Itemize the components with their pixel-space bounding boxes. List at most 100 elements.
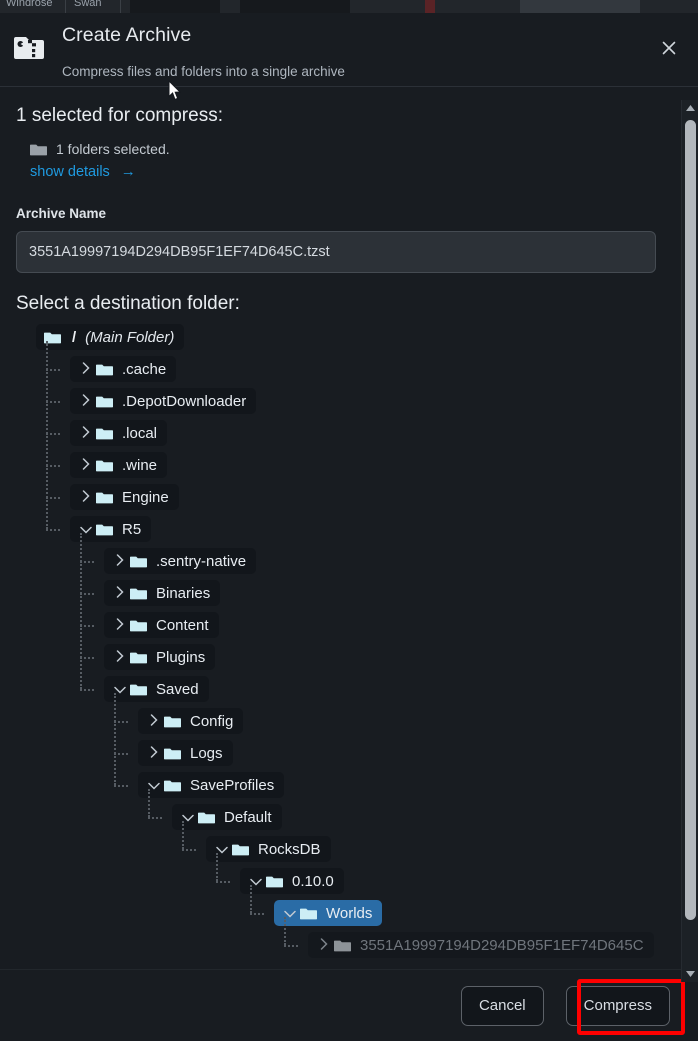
chevron-right-icon[interactable] [110,554,130,568]
tree-row[interactable]: .DepotDownloader [16,385,684,417]
chevron-down-icon[interactable] [246,874,266,888]
tree-guide-horizontal [284,945,298,947]
tree-guide-horizontal [46,497,60,499]
body-scrollbar[interactable] [681,100,698,982]
tree-row[interactable]: Worlds [16,897,684,929]
tree-node-cache[interactable]: .cache [70,356,177,382]
root-slash: / [72,328,77,346]
bg-block [130,0,220,13]
background-tab-1: Swan [74,0,102,9]
chevron-right-icon[interactable] [76,490,96,504]
chevron-right-icon[interactable] [314,938,334,952]
folder-icon [95,459,114,472]
scrollbar-thumb[interactable] [685,120,696,920]
chevron-right-icon[interactable] [76,394,96,408]
tree-row[interactable]: Config [16,705,684,737]
tree-node-default[interactable]: Default [172,804,282,830]
tree-node-label: R5 [122,520,142,538]
tree-node-label: Config [190,712,234,730]
bg-block [520,0,640,13]
tree-row[interactable]: 0.10.0 [16,865,684,897]
tree-row[interactable]: SaveProfiles [16,769,684,801]
tree-node-binaries[interactable]: Binaries [104,580,221,606]
tree-row[interactable]: RocksDB [16,833,684,865]
tree-guide-vertical [250,885,252,913]
tree-row[interactable]: .wine [16,449,684,481]
selection-summary-row: 1 folders selected. [29,141,684,157]
tree-guide-horizontal [80,657,94,659]
show-details-link[interactable]: show details → [30,163,136,180]
tree-node-label: RocksDB [258,840,321,858]
tree-row[interactable]: Content [16,609,684,641]
tree-row[interactable]: R5 [16,513,684,545]
chevron-right-icon[interactable] [110,618,130,632]
tree-node-saved[interactable]: Saved [104,676,209,702]
tree-node-label: .wine [122,456,158,474]
tree-row: 3551A19997194D294DB95F1EF74D645C [16,929,684,961]
caret-down-icon[interactable] [682,966,698,982]
folder-icon [95,427,114,440]
tree-row[interactable]: .local [16,417,684,449]
chevron-right-icon[interactable] [76,458,96,472]
chevron-down-icon[interactable] [110,682,130,696]
tree-row[interactable]: .sentry-native [16,545,684,577]
tree-node-worlds[interactable]: Worlds [274,900,383,926]
folder-icon [95,395,114,408]
compress-button[interactable]: Compress [565,985,670,1026]
tree-row[interactable]: Engine [16,481,684,513]
tree-node-wine[interactable]: .wine [70,452,168,478]
tree-node-label: .sentry-native [156,552,247,570]
chevron-down-icon[interactable] [76,522,96,536]
chevron-down-icon[interactable] [280,906,300,920]
tree-row[interactable]: Binaries [16,577,684,609]
tree-node-logs[interactable]: Logs [138,740,233,766]
tree-row[interactable]: Saved [16,673,684,705]
folder-icon [95,363,114,376]
tree-node-main-folder[interactable]: /(Main Folder) [36,324,185,350]
tree-node-plugins[interactable]: Plugins [104,644,216,670]
tree-node-label: Plugins [156,648,206,666]
tree-row[interactable]: Logs [16,737,684,769]
tree-guide-horizontal [182,849,196,851]
tree-guide-horizontal [80,593,94,595]
tree-node-0-10-0[interactable]: 0.10.0 [240,868,344,894]
cancel-button[interactable]: Cancel [460,985,544,1026]
chevron-down-icon[interactable] [212,842,232,856]
folder-icon [129,555,148,568]
chevron-right-icon[interactable] [144,746,164,760]
chevron-down-icon[interactable] [144,778,164,792]
chevron-right-icon[interactable] [76,362,96,376]
tree-node-config[interactable]: Config [138,708,244,734]
tree-row[interactable]: Plugins [16,641,684,673]
tree-row[interactable]: /(Main Folder) [16,321,684,353]
folder-icon [231,843,250,856]
chevron-down-icon[interactable] [178,810,198,824]
tree-node-depotdownloader[interactable]: .DepotDownloader [70,388,257,414]
tree-row[interactable]: .cache [16,353,684,385]
background-tab-0: Windrose [6,0,53,9]
chevron-right-icon[interactable] [110,586,130,600]
caret-up-icon[interactable] [682,100,698,116]
bg-separator [65,0,66,13]
tree-guide-horizontal [46,433,60,435]
tree-node-content[interactable]: Content [104,612,219,638]
folder-icon [265,875,284,888]
chevron-right-icon[interactable] [144,714,164,728]
destination-heading: Select a destination folder: [16,293,240,314]
tree-node-sentry-native[interactable]: .sentry-native [104,548,257,574]
folder-icon [163,779,182,792]
tree-node-engine[interactable]: Engine [70,484,179,510]
arrow-right-icon: → [120,163,136,180]
tree-guide-horizontal [114,753,128,755]
archive-name-input[interactable] [16,231,656,273]
close-icon[interactable] [658,37,680,59]
tree-node-saveprofiles[interactable]: SaveProfiles [138,772,285,798]
tree-row[interactable]: Default [16,801,684,833]
tree-node-label: Default [224,808,272,826]
chevron-right-icon[interactable] [110,650,130,664]
tree-node-rocksdb[interactable]: RocksDB [206,836,331,862]
tree-guide-horizontal [46,401,60,403]
chevron-right-icon[interactable] [76,426,96,440]
tree-node-r5[interactable]: R5 [70,516,152,542]
tree-node-local[interactable]: .local [70,420,168,446]
